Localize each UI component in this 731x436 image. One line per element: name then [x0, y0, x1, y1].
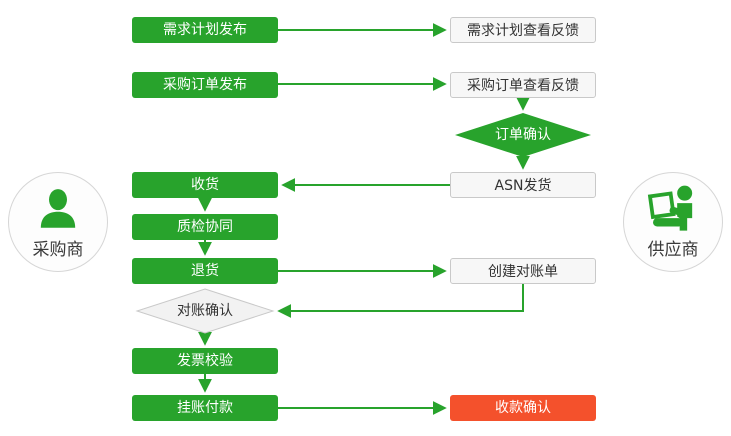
node-demand-plan-publish: 需求计划发布: [132, 17, 278, 43]
buyer-actor: 采购商: [8, 172, 108, 272]
node-reconcile-confirm-shape: [135, 288, 275, 334]
node-po-publish: 采购订单发布: [132, 72, 278, 98]
arrow-statement-to-reconcile: [277, 284, 524, 318]
node-order-confirm-label: 订单确认: [495, 127, 551, 143]
node-return-goods: 退货: [132, 258, 278, 284]
node-asn-ship: ASN发货: [450, 172, 596, 198]
node-receive-goods: 收货: [132, 172, 278, 198]
node-create-statement: 创建对账单: [450, 258, 596, 284]
buyer-person-icon: [33, 184, 83, 234]
node-demand-plan-feedback: 需求计划查看反馈: [450, 17, 596, 43]
supplier-label: 供应商: [647, 240, 699, 260]
node-invoice-verify: 发票校验: [132, 348, 278, 374]
buyer-label: 采购商: [32, 240, 84, 260]
supplier-actor: 供应商: [623, 172, 723, 272]
node-po-feedback: 采购订单查看反馈: [450, 72, 596, 98]
node-reconcile-confirm-label: 对账确认: [177, 303, 233, 319]
supplier-laptop-person-icon: [646, 184, 700, 234]
node-receipt-confirm: 收款确认: [450, 395, 596, 421]
node-account-payment: 挂账付款: [132, 395, 278, 421]
node-order-confirm-shape: [455, 113, 591, 157]
node-quality-collab: 质检协同: [132, 214, 278, 240]
